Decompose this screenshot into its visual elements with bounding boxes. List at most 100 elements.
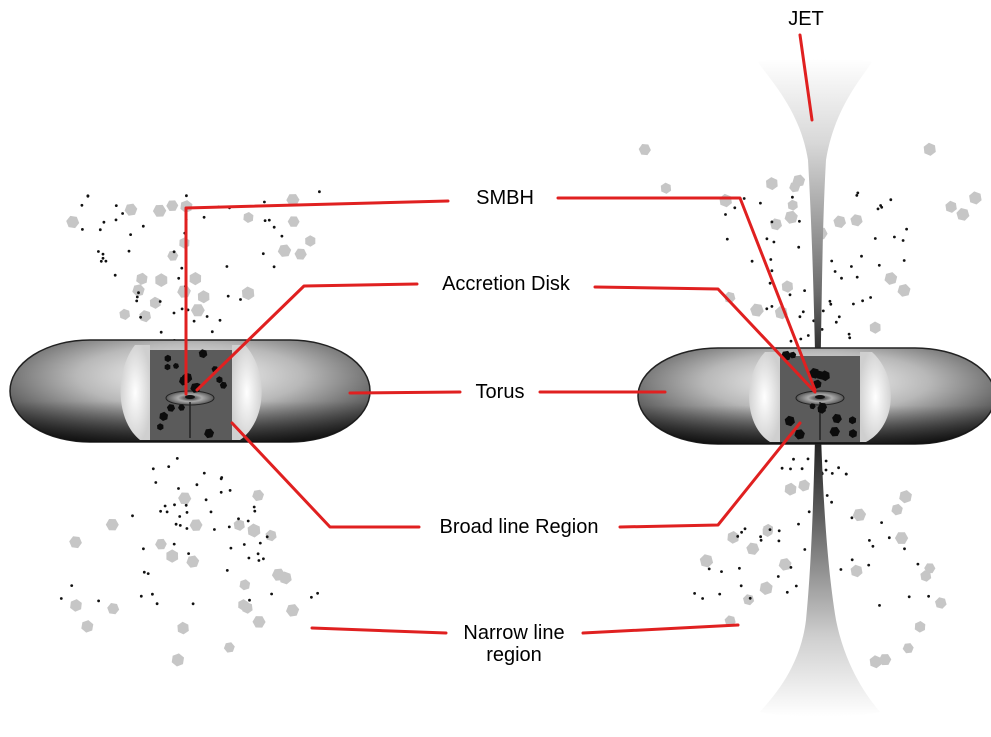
- narrow-line-cloud: [186, 556, 199, 568]
- broad-line-cloud: [766, 237, 769, 240]
- narrow-line-cloud: [155, 273, 167, 287]
- broad-line-cloud: [740, 531, 743, 534]
- broad-line-cloud: [778, 540, 781, 543]
- broad-line-cloud: [253, 510, 256, 513]
- broad-line-cloud: [185, 504, 188, 507]
- broad-line-cloud: [103, 221, 106, 224]
- narrow-line-cloud: [891, 504, 902, 516]
- broad-line-cloud: [905, 228, 908, 231]
- broad-line-cloud: [159, 300, 162, 303]
- broad-line-cloud: [720, 570, 723, 573]
- broad-line-cloud: [736, 535, 739, 538]
- narrow-line-cloud: [295, 249, 307, 260]
- broad-line-cloud: [100, 260, 103, 263]
- narrow-line-cloud: [785, 483, 797, 496]
- narrow-line-cloud: [286, 604, 299, 617]
- narrow-line-cloud: [252, 490, 264, 501]
- broad-line-cloud: [136, 296, 139, 299]
- broad-line-cloud: [164, 505, 167, 508]
- broad-line-cloud: [803, 548, 806, 551]
- broad-line-cloud: [152, 467, 155, 470]
- broad-line-cloud: [281, 235, 284, 238]
- broad-line-cloud: [211, 330, 214, 333]
- narrow-line-cloud: [903, 643, 914, 653]
- broad-line-cloud: [769, 258, 772, 261]
- broad-line-cloud: [239, 298, 242, 301]
- broad-line-cloud: [316, 592, 319, 595]
- broad-line-cloud: [102, 257, 105, 260]
- broad-line-cloud: [893, 236, 896, 239]
- broad-line-cloud: [917, 563, 920, 566]
- broad-line-cloud: [230, 547, 233, 550]
- broad-line-cloud: [243, 543, 246, 546]
- broad-line-cloud: [135, 300, 138, 303]
- broad-line-cloud: [115, 204, 118, 207]
- broad-line-cloud: [760, 539, 763, 542]
- broad-line-cloud: [830, 260, 833, 263]
- broad-line-cloud: [771, 221, 774, 224]
- narrow-line-cloud: [661, 183, 671, 194]
- broad-line-cloud: [808, 510, 811, 513]
- broad-line-cloud: [142, 547, 145, 550]
- torus-right: [638, 348, 991, 444]
- narrow-line-cloud: [924, 143, 936, 156]
- broad-line-cloud: [769, 282, 772, 285]
- broad-line-cloud: [178, 515, 181, 518]
- broad-line-cloud: [167, 465, 170, 468]
- broad-line-cloud: [797, 523, 800, 526]
- broad-line-cloud: [262, 557, 265, 560]
- broad-line-cloud: [273, 226, 276, 229]
- narrow-line-cloud: [177, 285, 191, 298]
- broad-line-cloud: [186, 511, 189, 514]
- broad-line-cloud: [781, 467, 784, 470]
- narrow-line-cloud: [639, 144, 651, 155]
- broad-line-cloud: [790, 340, 793, 343]
- narrow-line-cloud: [81, 620, 93, 633]
- broad-line-cloud: [738, 567, 741, 570]
- broad-line-cloud: [226, 265, 229, 268]
- broad-line-cloud: [791, 196, 794, 199]
- broad-line-cloud: [160, 331, 163, 334]
- narrow-line-cloud: [788, 200, 798, 211]
- broad-line-cloud: [226, 569, 229, 572]
- narrow-line-cloud: [150, 297, 161, 309]
- broad-line-cloud: [273, 265, 276, 268]
- broad-line-cloud: [786, 591, 789, 594]
- narrow-line-cloud: [70, 599, 82, 612]
- broad-line-cloud: [248, 557, 251, 560]
- broad-line-cloud: [773, 241, 776, 244]
- broad-line-cloud: [701, 597, 704, 600]
- narrow-line-cloud: [198, 290, 210, 303]
- broad-line-cloud: [268, 219, 271, 222]
- broad-line-cloud: [790, 566, 793, 569]
- broad-line-cloud: [257, 552, 260, 555]
- broad-line-cloud: [147, 572, 150, 575]
- narrow-line-cloud: [305, 235, 315, 247]
- narrow-line-cloud: [278, 245, 291, 257]
- broad-line-cloud: [229, 489, 232, 492]
- narrow-line-cloud: [870, 322, 881, 334]
- broad-line-cloud: [798, 220, 801, 223]
- broad-line-cloud: [220, 491, 223, 494]
- broad-line-cloud: [114, 274, 117, 277]
- narrow-line-cloud: [107, 603, 119, 614]
- narrow-line-cloud: [248, 524, 261, 538]
- narrow-line-cloud: [119, 309, 130, 320]
- broad-line-cloud: [831, 472, 834, 475]
- broad-line-cloud: [173, 250, 176, 253]
- broad-line-cloud: [803, 289, 806, 292]
- narrow-line-cloud: [853, 509, 866, 521]
- broad-line-cloud: [771, 305, 774, 308]
- broad-line-cloud: [237, 517, 240, 520]
- label-torus: Torus: [476, 381, 525, 403]
- broad-line-cloud: [156, 602, 159, 605]
- broad-line-cloud: [196, 483, 199, 486]
- broad-line-cloud: [807, 334, 810, 337]
- broad-line-cloud: [749, 597, 752, 600]
- broad-line-cloud: [102, 253, 105, 256]
- narrow-line-cloud: [234, 519, 245, 531]
- broad-line-cloud: [227, 295, 230, 298]
- broad-line-cloud: [128, 250, 131, 253]
- broad-line-cloud: [877, 208, 880, 211]
- narrow-line-cloud: [785, 211, 798, 224]
